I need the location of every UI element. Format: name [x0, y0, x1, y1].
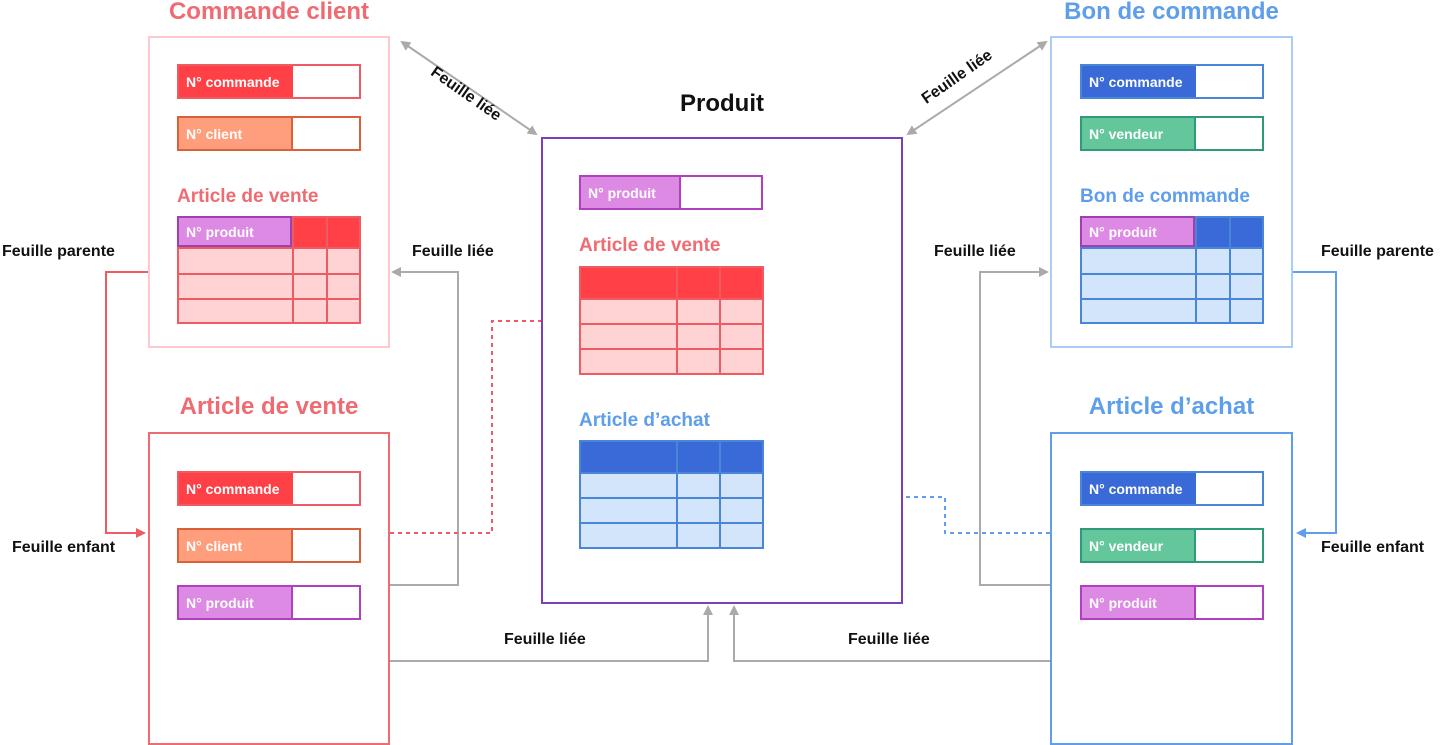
produit-vente-title: Article de vente	[579, 235, 721, 256]
bc-commande-field: N° commande	[1080, 64, 1264, 99]
av-commande-value[interactable]	[293, 473, 359, 504]
bc-vendeur-value[interactable]	[1196, 118, 1262, 149]
label-child-left: Feuille enfant	[12, 539, 116, 556]
cc-commande-label: N° commande	[179, 66, 293, 97]
produit-produit-value[interactable]	[681, 177, 761, 208]
cc-grid-produit-label: N° produit	[177, 216, 292, 247]
aa-commande-field: N° commande	[1080, 471, 1264, 506]
article-vente-title: Article de vente	[179, 393, 359, 420]
label-parent-left: Feuille parente	[2, 243, 115, 260]
article-achat-title: Article d’achat	[1088, 393, 1255, 420]
link-arrow-bc-produit	[906, 40, 1048, 136]
label-parent-right: Feuille parente	[1321, 243, 1434, 260]
link-arrow-aa-bc	[979, 267, 1050, 586]
av-client-value[interactable]	[293, 530, 359, 561]
aa-commande-label: N° commande	[1082, 473, 1196, 504]
label-linked-bottom-left: Feuille liée	[504, 631, 586, 648]
cc-client-field: N° client	[177, 116, 361, 151]
cc-subtable-title: Article de vente	[177, 186, 319, 207]
parent-child-arrow-blue	[1263, 271, 1337, 538]
produit-vente-table	[579, 266, 764, 375]
produit-title: Produit	[680, 90, 764, 117]
label-linked-left: Feuille liée	[412, 243, 494, 260]
aa-vendeur-label: N° vendeur	[1082, 530, 1196, 561]
av-commande-label: N° commande	[179, 473, 293, 504]
aa-produit-field: N° produit	[1080, 585, 1264, 620]
dotted-arrow-red	[390, 316, 578, 534]
av-produit-field: N° produit	[177, 585, 361, 620]
commande-client-title: Commande client	[168, 0, 370, 25]
produit-produit-field: N° produit	[579, 175, 763, 210]
aa-vendeur-value[interactable]	[1196, 530, 1262, 561]
label-linked-bottom-right: Feuille liée	[848, 631, 930, 648]
cc-client-label: N° client	[179, 118, 293, 149]
bc-commande-value[interactable]	[1196, 66, 1262, 97]
label-child-right: Feuille enfant	[1321, 539, 1425, 556]
av-commande-field: N° commande	[177, 471, 361, 506]
av-client-field: N° client	[177, 528, 361, 563]
bc-vendeur-field: N° vendeur	[1080, 116, 1264, 151]
link-arrow-cc-produit	[400, 40, 538, 136]
av-client-label: N° client	[179, 530, 293, 561]
bc-commande-label: N° commande	[1082, 66, 1196, 97]
link-arrow-av-cc	[390, 267, 459, 586]
produit-achat-title: Article d’achat	[579, 410, 710, 431]
produit-produit-label: N° produit	[581, 177, 681, 208]
aa-produit-label: N° produit	[1082, 587, 1196, 618]
link-arrow-aa-produit	[729, 605, 1050, 662]
cc-commande-value[interactable]	[293, 66, 359, 97]
bon-commande-title: Bon de commande	[1064, 0, 1279, 25]
cc-commande-field: N° commande	[177, 64, 361, 99]
av-produit-label: N° produit	[179, 587, 293, 618]
aa-commande-value[interactable]	[1196, 473, 1262, 504]
bc-vendeur-label: N° vendeur	[1082, 118, 1196, 149]
bc-subtable-title: Bon de commande	[1080, 186, 1250, 207]
dotted-arrow-blue	[766, 492, 1050, 534]
produit-achat-table	[579, 440, 764, 549]
aa-produit-value[interactable]	[1196, 587, 1262, 618]
bc-grid-produit-label: N° produit	[1080, 216, 1195, 247]
cc-client-value[interactable]	[293, 118, 359, 149]
aa-vendeur-field: N° vendeur	[1080, 528, 1264, 563]
link-arrow-av-produit	[390, 605, 713, 662]
av-produit-value[interactable]	[293, 587, 359, 618]
label-linked-right: Feuille liée	[934, 243, 1016, 260]
